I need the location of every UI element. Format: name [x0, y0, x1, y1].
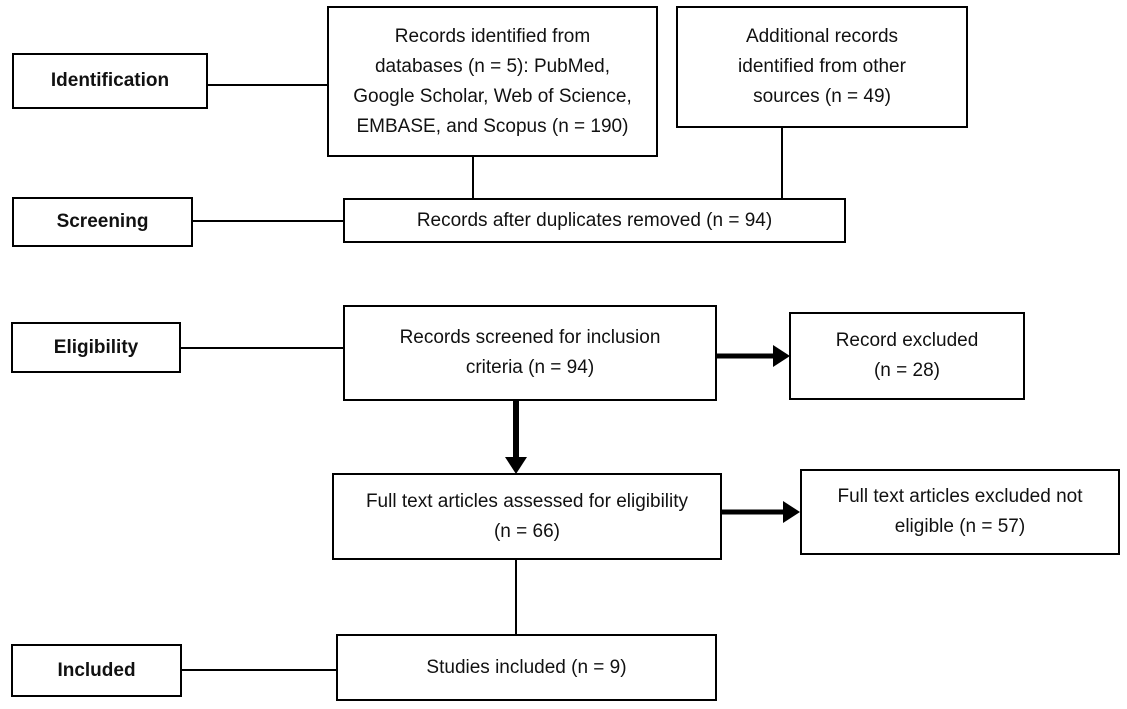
- box-studies-included-text: Studies included (n = 9): [426, 656, 627, 678]
- stage-box-screening: Screening: [12, 197, 193, 247]
- box-additional-records-text: Additional records identified from other…: [738, 26, 906, 107]
- stage-label-screening: Screening: [56, 211, 149, 232]
- box-record-excluded-text: Record excluded (n = 28): [835, 330, 979, 381]
- box-fulltext-excluded-text: Full text articles excluded not eligible…: [837, 486, 1083, 537]
- box-duplicates-removed: Records after duplicates removed (n = 94…: [343, 198, 846, 243]
- stage-box-eligibility: Eligibility: [11, 322, 181, 373]
- box-record-excluded: Record excluded (n = 28): [789, 312, 1025, 400]
- stage-box-included: Included: [11, 644, 182, 697]
- box-records-identified: Records identified from databases (n = 5…: [327, 6, 658, 157]
- box-duplicates-removed-text: Records after duplicates removed (n = 94…: [416, 209, 773, 231]
- stage-label-included: Included: [57, 659, 136, 681]
- stage-label-eligibility: Eligibility: [53, 336, 139, 358]
- box-fulltext-assessed: Full text articles assessed for eligibil…: [332, 473, 722, 560]
- box-studies-included: Studies included (n = 9): [336, 634, 717, 701]
- box-fulltext-excluded: Full text articles excluded not eligible…: [800, 469, 1120, 555]
- box-additional-records: Additional records identified from other…: [676, 6, 968, 128]
- arrow-fulltext-to-excluded-head: [783, 501, 800, 523]
- box-records-screened-text: Records screened for inclusion criteria …: [399, 327, 661, 378]
- arrow-screened-to-fulltext-head: [505, 457, 527, 474]
- box-fulltext-assessed-text: Full text articles assessed for eligibil…: [365, 490, 689, 542]
- box-records-screened: Records screened for inclusion criteria …: [343, 305, 717, 401]
- box-records-identified-text: Records identified from databases (n = 5…: [353, 25, 632, 137]
- stage-box-identification: Identification: [12, 53, 208, 109]
- arrow-screened-to-excluded-head: [773, 345, 790, 367]
- stage-label-identification: Identification: [50, 70, 170, 91]
